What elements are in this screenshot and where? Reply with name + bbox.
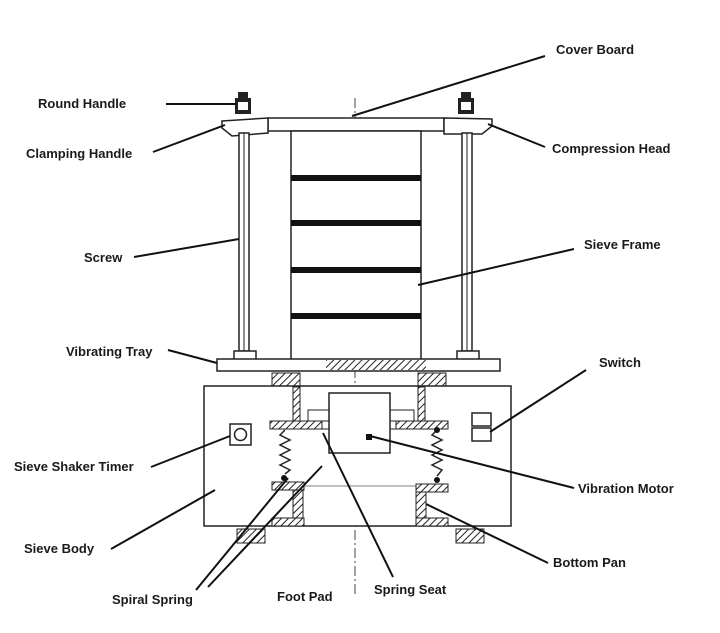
label-sieve-body: Sieve Body bbox=[24, 541, 95, 556]
label-sieve-frame: Sieve Frame bbox=[584, 237, 661, 252]
label-compression-head: Compression Head bbox=[552, 141, 671, 156]
switch bbox=[471, 412, 492, 442]
screw-left bbox=[238, 132, 250, 352]
screw-right bbox=[461, 132, 473, 352]
label-vibrating-tray: Vibrating Tray bbox=[66, 344, 153, 359]
label-clamping-handle: Clamping Handle bbox=[26, 146, 133, 161]
leader-lines bbox=[110, 55, 587, 591]
spiral-spring-left bbox=[278, 429, 292, 475]
label-vibration-motor: Vibration Motor bbox=[578, 481, 674, 496]
round-handle-right bbox=[458, 92, 474, 114]
label-spiral-spring: Spiral Spring bbox=[112, 592, 193, 607]
label-foot-pad: Foot Pad bbox=[277, 589, 333, 604]
vibrating-tray bbox=[216, 358, 501, 372]
label-screw: Screw bbox=[84, 250, 123, 265]
sieve-shaker-timer bbox=[229, 423, 252, 446]
label-round-handle: Round Handle bbox=[38, 96, 127, 111]
label-switch: Switch bbox=[599, 355, 641, 370]
label-bottom-pan: Bottom Pan bbox=[553, 555, 626, 570]
foot-pad-right bbox=[455, 528, 485, 544]
cover-board bbox=[267, 117, 445, 132]
round-handle-left bbox=[235, 92, 251, 114]
vibration-motor bbox=[328, 392, 391, 454]
label-sieve-shaker-timer: Sieve Shaker Timer bbox=[14, 459, 134, 474]
sieve-frame bbox=[290, 130, 422, 361]
label-cover-board: Cover Board bbox=[556, 42, 635, 57]
compression-head bbox=[443, 117, 493, 135]
bottom-pan bbox=[415, 483, 449, 527]
label-spring-seat: Spring Seat bbox=[374, 582, 447, 597]
